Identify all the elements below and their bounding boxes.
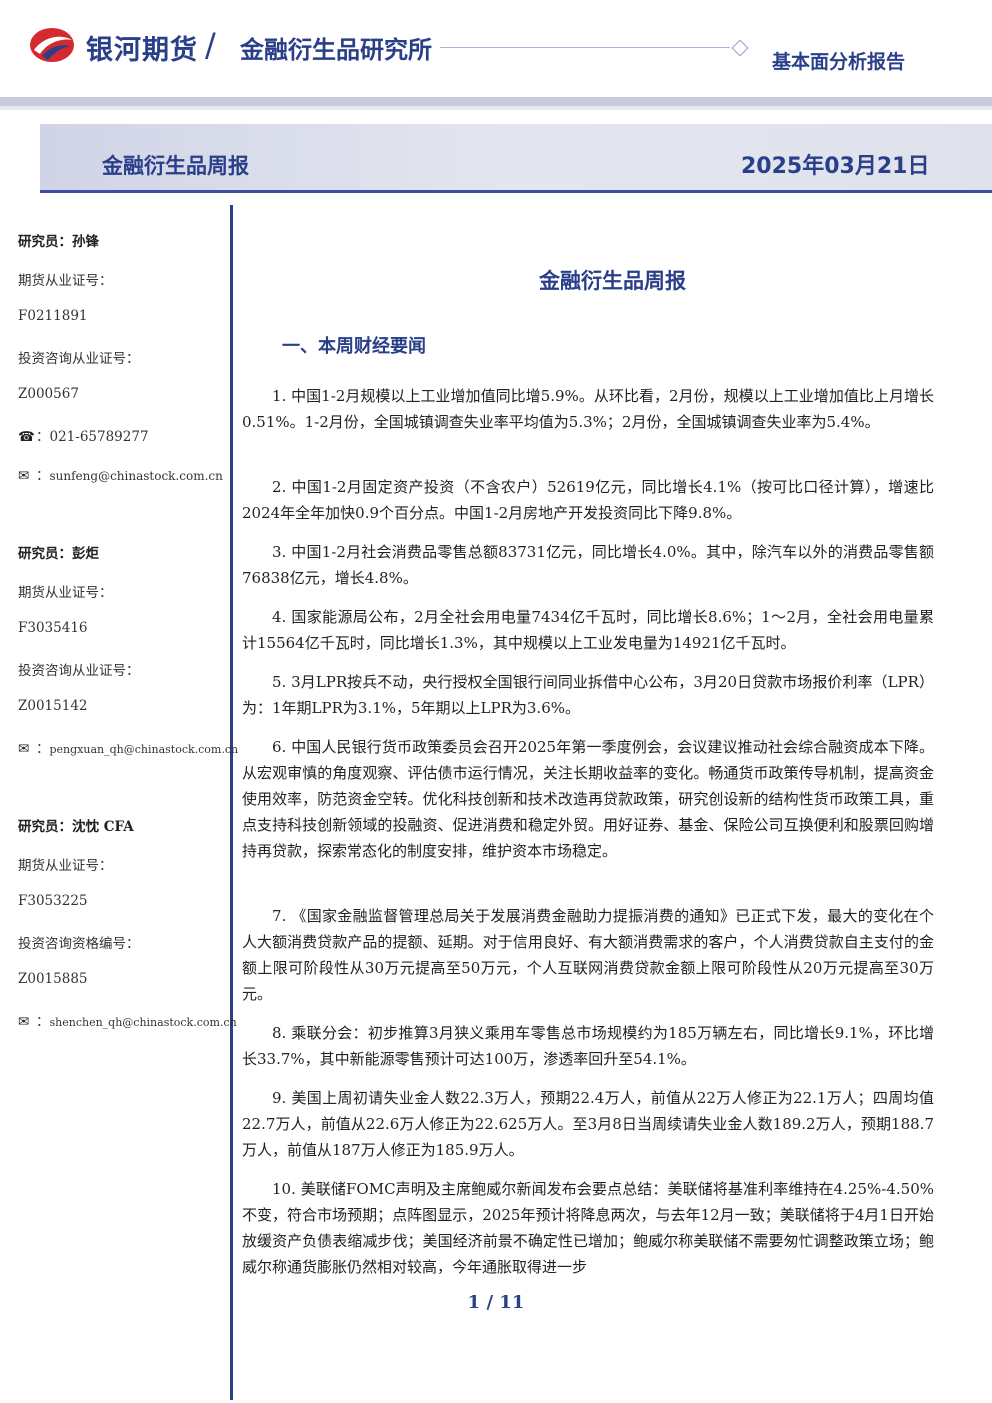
analyst-name: 研究员：孙锋	[18, 234, 99, 250]
header-deco-line	[440, 47, 730, 48]
institute-name: 金融衍生品研究所	[240, 36, 432, 64]
consult-license-label: 投资咨询资格编号：	[18, 936, 140, 952]
title-bar	[40, 124, 992, 192]
diamond-icon	[731, 39, 749, 57]
section-heading: 一、本周财经要闻	[282, 336, 426, 357]
futures-license-id: F3053225	[18, 893, 88, 909]
futures-license-id: F3035416	[18, 620, 88, 636]
galaxy-logo-icon	[30, 28, 74, 62]
news-item: 6. 中国人民银行货币政策委员会召开2025年第一季度例会，会议建议推动社会综合…	[242, 738, 934, 860]
main-title: 金融衍生品周报	[539, 269, 686, 293]
news-item: 4. 国家能源局公布，2月全社会用电量7434亿千瓦时，同比增长8.6%；1～2…	[242, 608, 934, 652]
consult-license-label: 投资咨询从业证号：	[18, 663, 140, 679]
news-item: 9. 美国上周初请失业金人数22.3万人，预期22.4万人，前值从22万人修正为…	[242, 1089, 934, 1159]
page-header: 银河期货 / 金融衍生品研究所 基本面分析报告	[0, 0, 992, 100]
consult-license-label: 投资咨询从业证号：	[18, 351, 140, 367]
news-item: 2. 中国1-2月固定资产投资（不含农户）52619亿元，同比增长4.1%（按可…	[242, 478, 934, 522]
analyst-phone: ☎：021-65789277	[18, 429, 149, 445]
consult-license-id: Z0015142	[18, 698, 88, 714]
page-number: 1 / 11	[467, 1292, 525, 1313]
futures-license-label: 期货从业证号：	[18, 585, 113, 601]
consult-license-id: Z000567	[18, 386, 79, 402]
email-icon: ✉	[18, 468, 30, 484]
email-address[interactable]: sunfeng@chinastock.com.cn	[49, 469, 223, 483]
header-band-light	[0, 106, 992, 110]
report-type: 基本面分析报告	[772, 51, 906, 73]
report-date: 2025年03月21日	[741, 154, 930, 179]
analyst-name: 研究员：沈忱 CFA	[18, 819, 134, 835]
news-item: 1. 中国1-2月规模以上工业增加值同比增5.9%。从环比看，2月份，规模以上工…	[242, 387, 934, 431]
header-band	[0, 97, 992, 106]
analyst-email: ✉：sunfeng@chinastock.com.cn	[18, 468, 223, 484]
email-icon: ✉	[18, 1014, 30, 1030]
sidebar-divider	[230, 205, 233, 1400]
email-address[interactable]: pengxuan_qh@chinastock.com.cn	[49, 743, 239, 756]
news-item: 7. 《国家金融监督管理总局关于发展消费金融助力提振消费的通知》已正式下发，最大…	[242, 907, 934, 1003]
analyst-email: ✉：shenchen_qh@chinastock.com.cn	[18, 1014, 237, 1030]
consult-license-id: Z0015885	[18, 971, 88, 987]
email-address[interactable]: shenchen_qh@chinastock.com.cn	[49, 1016, 237, 1029]
news-item: 5. 3月LPR按兵不动，央行授权全国银行间同业拆借中心公布，3月20日贷款市场…	[242, 673, 934, 717]
analyst-name: 研究员：彭炬	[18, 546, 99, 562]
phone-number: 021-65789277	[49, 429, 149, 445]
phone-icon: ☎	[18, 429, 35, 445]
futures-license-label: 期货从业证号：	[18, 858, 113, 874]
futures-license-label: 期货从业证号：	[18, 273, 113, 289]
futures-license-id: F0211891	[18, 308, 88, 324]
header-separator: /	[205, 26, 216, 64]
email-icon: ✉	[18, 741, 30, 757]
news-item: 10. 美联储FOMC声明及主席鲍威尔新闻发布会要点总结：美联储将基准利率维持在…	[242, 1180, 934, 1276]
weekly-report-title: 金融衍生品周报	[102, 154, 249, 178]
news-item: 8. 乘联分会：初步推算3月狭义乘用车零售总市场规模约为185万辆左右，同比增长…	[242, 1024, 934, 1068]
brand-name: 银河期货	[86, 35, 198, 66]
news-item: 3. 中国1-2月社会消费品零售总额83731亿元，同比增长4.0%。其中，除汽…	[242, 543, 934, 587]
title-bar-underline	[40, 190, 992, 193]
analyst-email: ✉：pengxuan_qh@chinastock.com.cn	[18, 741, 239, 757]
